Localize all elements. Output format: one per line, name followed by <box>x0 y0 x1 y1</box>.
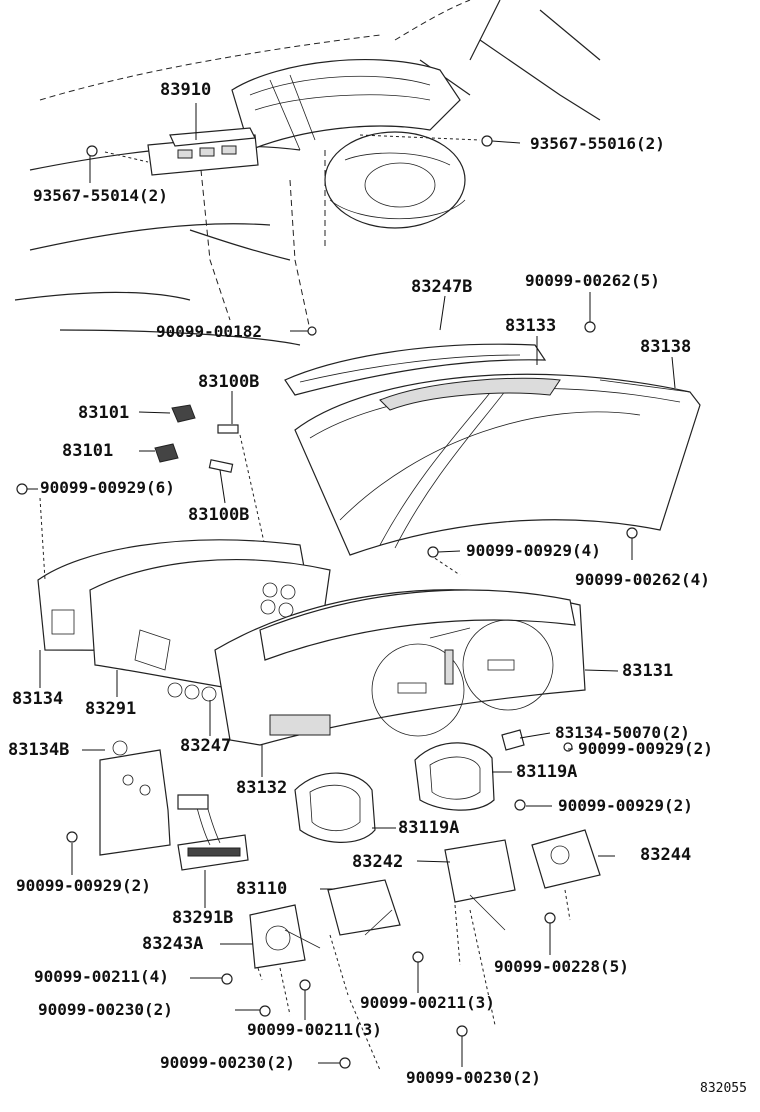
callout-83247: 83247 <box>180 736 232 756</box>
callout-90099-00929-2-left: 90099-00929(2) <box>16 876 151 895</box>
leader-lines <box>27 103 676 1067</box>
callout-83134B: 83134B <box>8 740 70 760</box>
callout-83242: 83242 <box>352 852 404 872</box>
callout-83138: 83138 <box>640 337 692 357</box>
circuit-plates-drawing <box>37 497 331 702</box>
callout-93567-55016: 93567-55016(2) <box>530 134 665 153</box>
bulb-parts-drawing <box>154 404 269 561</box>
dashboard-outline <box>14 0 601 346</box>
switch-83910-drawing <box>147 127 259 176</box>
callout-93567-55014: 93567-55014(2) <box>33 186 168 205</box>
callout-90099-00929-2-right: 90099-00929(2) <box>578 739 713 758</box>
callout-90099-00929-2-middle: 90099-00929(2) <box>558 796 693 815</box>
callout-90099-00262-5: 90099-00262(5) <box>525 271 660 290</box>
callout-90099-00230-2-right: 90099-00230(2) <box>406 1068 541 1087</box>
callout-83133: 83133 <box>505 316 557 336</box>
callout-83131: 83131 <box>622 661 674 681</box>
callout-90099-00262-4: 90099-00262(4) <box>575 570 710 589</box>
callout-83910: 83910 <box>160 80 212 100</box>
callout-83101-lower: 83101 <box>62 441 114 461</box>
callout-90099-00182: 90099-00182 <box>156 322 262 341</box>
callout-83119A-left: 83119A <box>398 818 460 838</box>
callout-83119A-right: 83119A <box>516 762 578 782</box>
callout-83244: 83244 <box>640 845 692 865</box>
callout-90099-00230-2-middle: 90099-00230(2) <box>160 1053 295 1072</box>
callout-83101-upper: 83101 <box>78 403 130 423</box>
board-83134B-drawing <box>66 740 249 871</box>
callout-83132: 83132 <box>236 778 288 798</box>
lens-83133-drawing <box>294 373 701 556</box>
callout-83134: 83134 <box>12 689 64 709</box>
callout-83243A: 83243A <box>142 934 204 954</box>
plate-83247B-drawing <box>284 343 547 396</box>
callout-83291B: 83291B <box>172 908 234 928</box>
callout-83100B-upper: 83100B <box>198 372 260 392</box>
callout-83100B-lower: 83100B <box>188 505 250 525</box>
callout-90099-00228-5: 90099-00228(5) <box>494 957 629 976</box>
callout-83110: 83110 <box>236 879 288 899</box>
callout-83134-50070: 83134-50070(2) <box>555 723 690 742</box>
callout-83291: 83291 <box>85 699 137 719</box>
callout-83247B: 83247B <box>411 277 473 297</box>
callout-90099-00929-6: 90099-00929(6) <box>40 478 175 497</box>
meter-83131-drawing <box>214 554 586 746</box>
callout-90099-00230-2-left: 90099-00230(2) <box>38 1000 173 1019</box>
callout-90099-00929-4: 90099-00929(4) <box>466 541 601 560</box>
gauge-units-drawing <box>249 829 601 1071</box>
callout-90099-00211-4: 90099-00211(4) <box>34 967 169 986</box>
callout-90099-00211-3-left: 90099-00211(3) <box>247 1020 382 1039</box>
figure-id: 832055 <box>700 1081 747 1096</box>
callout-90099-00211-3-right: 90099-00211(3) <box>360 993 495 1012</box>
